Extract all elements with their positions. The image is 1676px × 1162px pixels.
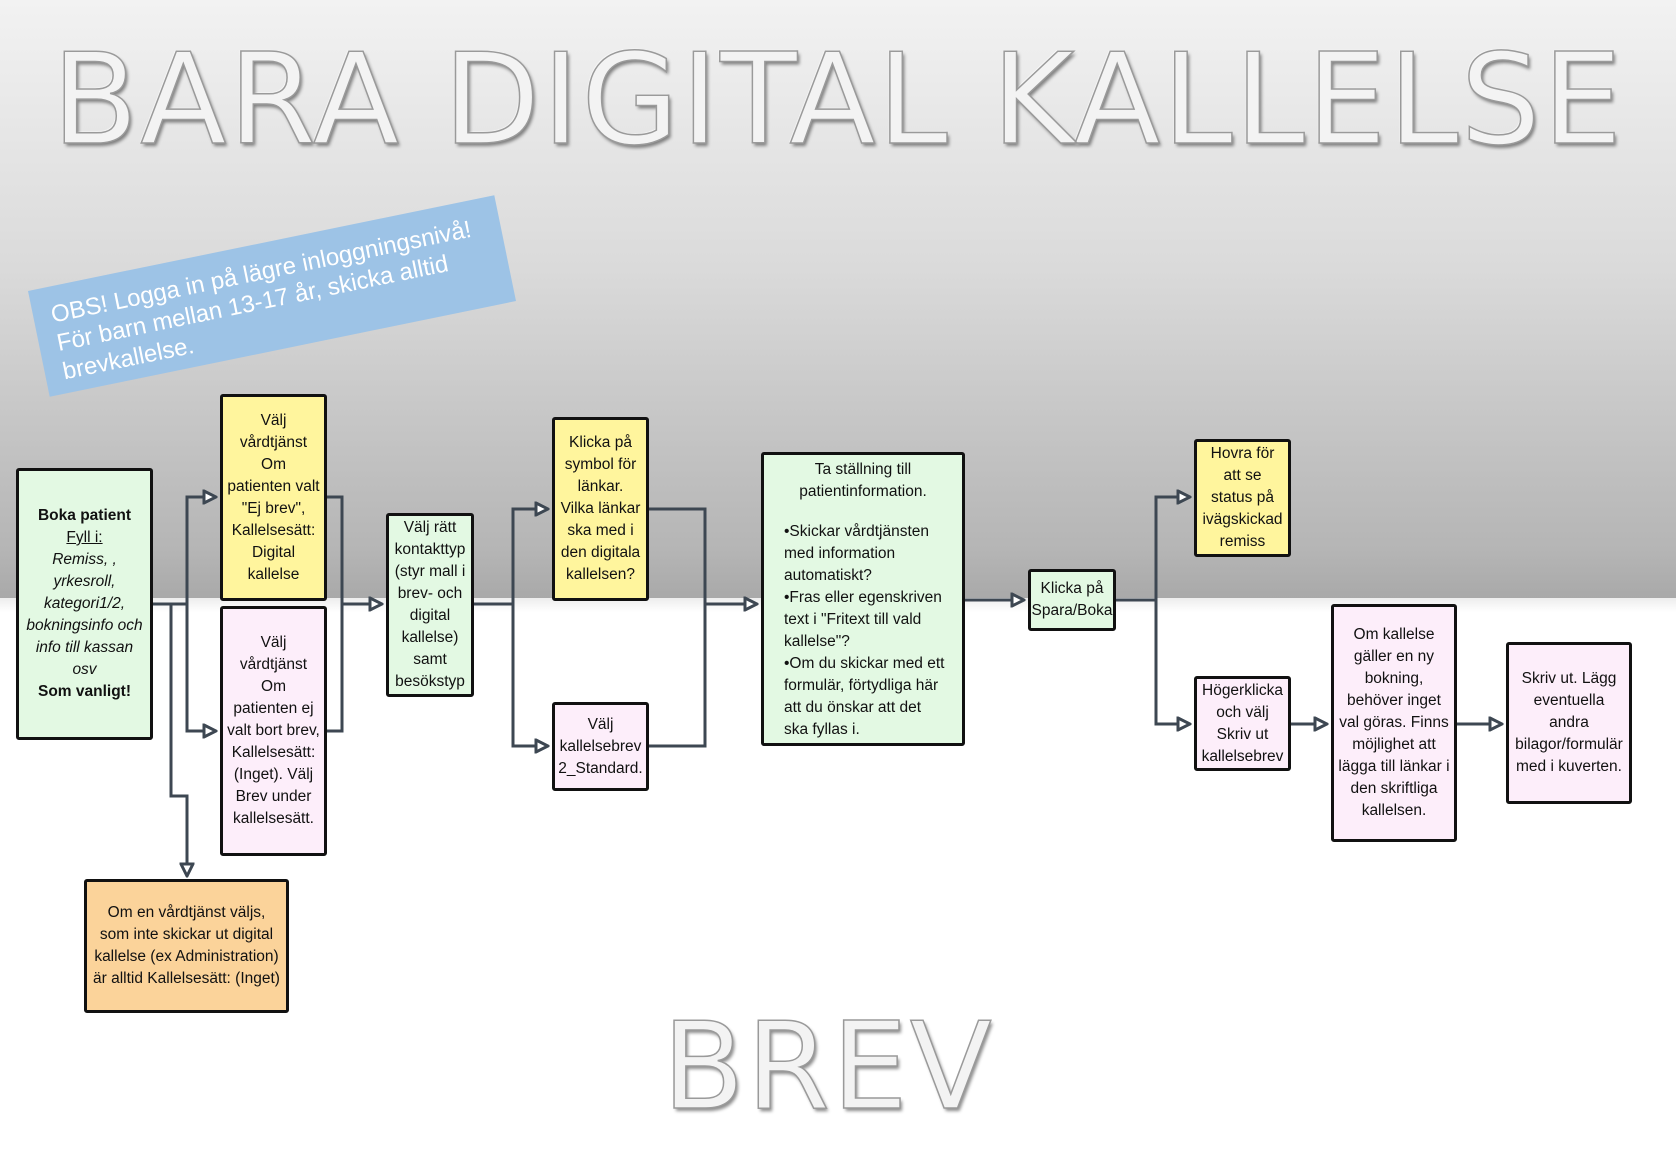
patient-info-intro: Ta ställning till patientinformation. <box>799 461 927 500</box>
connector-save-rightclick <box>1154 600 1190 724</box>
connector-boka-letter <box>185 604 216 731</box>
node-letter-template: Välj kallelsebrev 2_Standard. <box>552 702 649 791</box>
connector-contact-template <box>511 604 548 746</box>
node-contact-type: Välj rätt kontakttyp (styr mall i brev- … <box>386 513 474 697</box>
book-patient-subheading: Fyll i: <box>66 529 103 546</box>
book-patient-body: Remiss, , yrkesroll, kategori1/2, boknin… <box>26 551 143 678</box>
node-right-click-print: Högerklicka och välj Skriv ut kallelsebr… <box>1194 676 1291 771</box>
title-letter: BREV <box>661 997 994 1138</box>
connector-boka-note <box>169 604 187 876</box>
node-print: Skriv ut. Lägg eventuella andra bilagor/… <box>1506 642 1632 804</box>
node-letter-service: Välj vårdtjänst Om patienten ej valt bor… <box>220 606 327 856</box>
book-patient-footer: Som vanligt! <box>37 683 131 700</box>
connector-save-hover <box>1116 497 1190 602</box>
node-book-patient: Boka patient Fyll i: Remiss, , yrkesroll… <box>16 468 153 740</box>
node-digital-service: Välj vårdtjänst Om patienten valt "Ej br… <box>220 394 327 601</box>
connector-boka-digital <box>153 497 216 606</box>
title-digital: BARA DIGITAL KALLELSE <box>51 25 1625 174</box>
node-non-digital-note: Om en vårdtjänst väljs, som inte skickar… <box>84 879 289 1013</box>
patient-info-bullet: •Fras eller egenskriven text i "Fritext … <box>784 589 942 650</box>
patient-info-bullet: •Skickar vårdtjänsten med information au… <box>784 523 929 584</box>
node-new-booking: Om kallelse gäller en ny bokning, behöve… <box>1331 604 1457 842</box>
patient-info-bullet: •Om du skickar med ett formulär, förtydl… <box>784 655 945 738</box>
node-hover-status: Hovra för att se status på ivägskickad r… <box>1194 439 1291 557</box>
connector-contact-links <box>474 509 548 606</box>
connector-service-merge <box>327 495 344 733</box>
book-patient-heading: Boka patient <box>37 507 131 524</box>
node-save: Klicka på Spara/Boka <box>1028 569 1116 631</box>
node-links: Klicka på symbol för länkar. Vilka länka… <box>552 417 649 601</box>
node-patient-info: Ta ställning till patientinformation. •S… <box>761 452 965 746</box>
connector-links-merge <box>649 507 707 748</box>
